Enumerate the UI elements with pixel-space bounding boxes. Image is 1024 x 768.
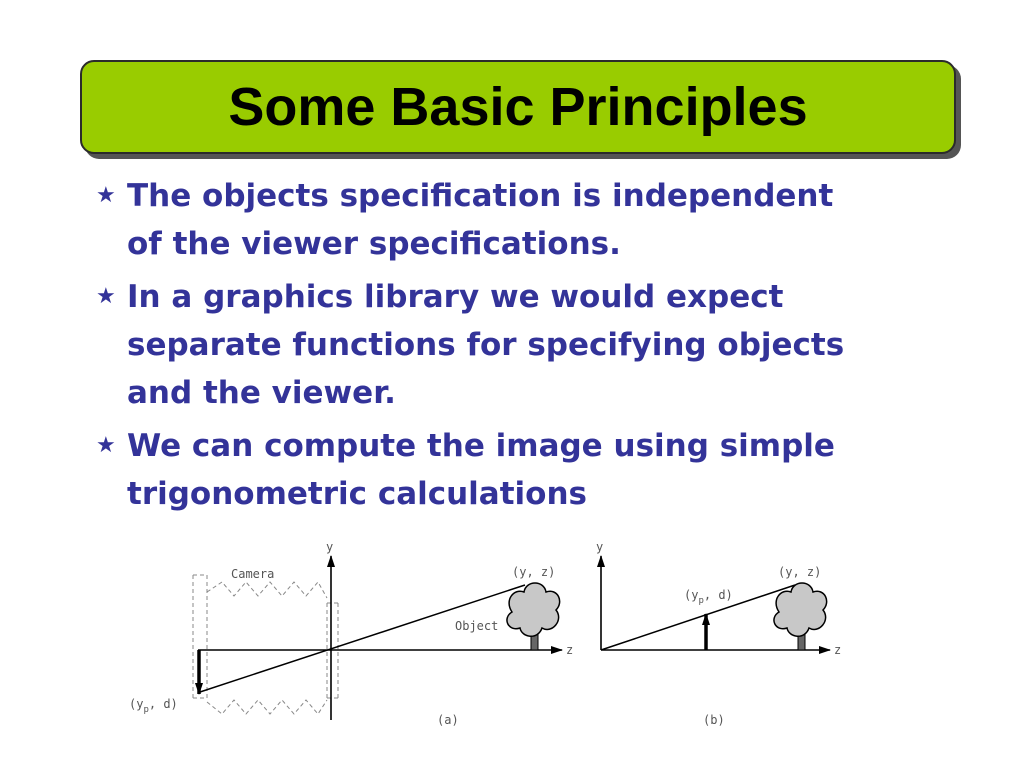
object-point-label-b: (y, z): [778, 565, 821, 579]
tree-icon: [506, 582, 561, 651]
image-point-label-a: (yp, d): [129, 697, 178, 715]
y-axis-label-a: y: [326, 540, 333, 554]
figure-a: y z Camera Object (y, z) (yp, d) (a): [129, 540, 573, 727]
projection-line-a: [199, 584, 526, 693]
object-label: Object: [455, 619, 498, 633]
bullet-item: ★ We can compute the image using simple …: [96, 422, 936, 518]
bullet-line: We can compute the image using simple: [127, 428, 835, 464]
bullet-line: separate functions for specifying object…: [127, 327, 845, 363]
bullet-line: of the viewer specifications.: [127, 226, 621, 262]
figure-b: y z (y, z) (yp, d) (b): [596, 540, 841, 727]
bullet-line: The objects specification is independent: [127, 178, 834, 214]
bullet-item: ★ In a graphics library we would expect …: [96, 273, 936, 417]
camera-box: [192, 574, 339, 715]
star-bullet-icon: ★: [96, 284, 116, 309]
pinhole-camera-figure: y z Camera Object (y, z) (yp, d) (a) y z…: [129, 540, 841, 727]
bullet-line: In a graphics library we would expect: [127, 279, 784, 315]
star-bullet-icon: ★: [96, 433, 116, 458]
caption-b: (b): [703, 713, 725, 727]
projection-line-b: [600, 584, 796, 651]
bullet-list: ★ The objects specification is independe…: [96, 172, 936, 523]
object-point-label-a: (y, z): [512, 565, 555, 579]
bullet-line: and the viewer.: [127, 375, 396, 411]
bullet-line: trigonometric calculations: [127, 476, 587, 512]
y-axis-label-b: y: [596, 540, 603, 554]
star-bullet-icon: ★: [96, 183, 116, 208]
z-axis-label-a: z: [566, 643, 573, 657]
image-point-label-b: (yp, d): [684, 588, 733, 606]
z-axis-label-b: z: [834, 643, 841, 657]
title-box: Some Basic Principles: [80, 60, 956, 154]
caption-a: (a): [437, 713, 459, 727]
slide-title: Some Basic Principles: [228, 77, 808, 137]
camera-label: Camera: [231, 567, 274, 581]
bullet-item: ★ The objects specification is independe…: [96, 172, 936, 268]
tree-icon: [773, 582, 828, 651]
